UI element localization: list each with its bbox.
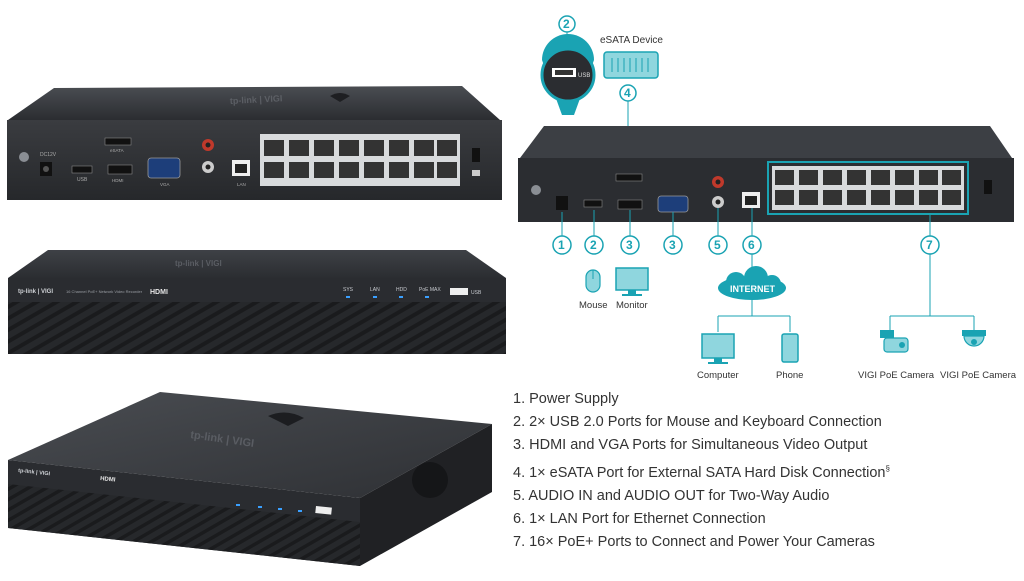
- callout-number-3a: 3: [626, 238, 633, 252]
- nvr-rear-photo: tp-link | VIGI DC12V USB eSATA HDMI VGA …: [0, 78, 512, 210]
- front-usb-label: USB: [471, 290, 482, 296]
- callout-number-2: 2: [590, 238, 597, 252]
- phone-label: Phone: [776, 370, 803, 381]
- vga-port-label: VGA: [160, 182, 170, 187]
- poe-port-highlight: [767, 161, 969, 215]
- callout-number-4: 4: [624, 86, 631, 100]
- callout-number-5: 5: [714, 238, 721, 252]
- monitor-label: Monitor: [616, 300, 648, 311]
- indicator-sys: SYS: [343, 287, 354, 293]
- connection-diagram: 2 USB eSATA Device 4: [512, 0, 1024, 388]
- feature-item: 5. AUDIO IN and AUDIO OUT for Two-Way Au…: [513, 485, 1018, 508]
- rear-top-logo: tp-link | VIGI: [230, 93, 283, 106]
- computer-icon: [701, 333, 735, 364]
- feature-item: 3. HDMI and VGA Ports for Simultaneous V…: [513, 434, 1018, 457]
- feature-item: 7. 16× PoE+ Ports to Connect and Power Y…: [513, 531, 1018, 554]
- callout-numbers: 1 2 3 3 5 6 7: [552, 235, 940, 255]
- esata-device-icon: [603, 51, 659, 79]
- indicator-hdd: HDD: [396, 287, 407, 293]
- feature-text: 6. 1× LAN Port for Ethernet Connection: [513, 510, 766, 527]
- bullet-camera-label: VIGI PoE Camera: [858, 370, 935, 381]
- indicator-poe-max: PoE MAX: [419, 287, 441, 293]
- feature-text: 4. 1× eSATA Port for External SATA Hard …: [513, 464, 886, 481]
- front-top-logo: tp-link | VIGI: [175, 259, 222, 268]
- power-port-label: DC12V: [40, 152, 57, 158]
- front-brand-logo: tp-link | VIGI: [18, 289, 53, 295]
- esata-port-label: eSATA: [110, 148, 124, 153]
- feature-item: 1. Power Supply: [513, 388, 1018, 411]
- feature-text: 7. 16× PoE+ Ports to Connect and Power Y…: [513, 533, 875, 550]
- angle-hdmi-logo: HDMI: [100, 476, 116, 484]
- feature-text: 1. Power Supply: [513, 391, 619, 407]
- callout-number-3b: 3: [669, 238, 676, 252]
- usb-zoom-label: USB: [578, 73, 590, 79]
- turret-camera-label: VIGI PoE Camera: [940, 370, 1017, 381]
- front-model-text: 16 Channel PoE+ Network Video Recorder: [66, 289, 143, 294]
- footnote-mark: §: [885, 464, 890, 473]
- hdmi-port-label: HDMI: [112, 178, 124, 183]
- bullet-camera-icon: [880, 330, 909, 353]
- internet-cloud-icon: [718, 266, 786, 300]
- nvr-front-photo: tp-link | VIGI tp-link | VIGI 16 Channel…: [0, 240, 512, 362]
- phone-icon: [781, 333, 799, 363]
- front-hdmi-logo: HDMI: [150, 289, 168, 296]
- angle-brand-logo: tp-link | VIGI: [18, 468, 51, 477]
- callout-number-6: 6: [748, 238, 755, 252]
- mouse-label: Mouse: [579, 300, 608, 311]
- nvr-angle-photo: tp-link | VIGI tp-link | VIGI HDMI: [0, 388, 512, 576]
- feature-item: 4. 1× eSATA Port for External SATA Hard …: [513, 457, 1018, 485]
- callout-number-1: 1: [558, 238, 565, 252]
- callout-number-7: 7: [926, 238, 933, 252]
- feature-text: 5. AUDIO IN and AUDIO OUT for Two-Way Au…: [513, 487, 830, 504]
- computer-label: Computer: [697, 370, 739, 381]
- indicator-lan: LAN: [370, 287, 380, 293]
- callout-number-2-top: 2: [563, 17, 570, 31]
- feature-text: 2. 2× USB 2.0 Ports for Mouse and Keyboa…: [513, 414, 882, 430]
- feature-text: 3. HDMI and VGA Ports for Simultaneous V…: [513, 437, 868, 453]
- poe-port-block-rear: [260, 134, 460, 186]
- lan-port-label: LAN: [237, 182, 246, 187]
- usb-zoom-callout: USB: [540, 34, 596, 115]
- esata-device-label: eSATA Device: [600, 35, 663, 46]
- internet-label: INTERNET: [730, 284, 776, 294]
- mouse-icon: [585, 269, 601, 293]
- feature-list: 1. Power Supply 2. 2× USB 2.0 Ports for …: [513, 388, 1018, 554]
- monitor-icon: [615, 267, 649, 296]
- feature-item: 6. 1× LAN Port for Ethernet Connection: [513, 508, 1018, 531]
- turret-camera-icon: [962, 330, 986, 347]
- feature-item: 2. 2× USB 2.0 Ports for Mouse and Keyboa…: [513, 411, 1018, 434]
- usb-port-label: USB: [77, 177, 88, 183]
